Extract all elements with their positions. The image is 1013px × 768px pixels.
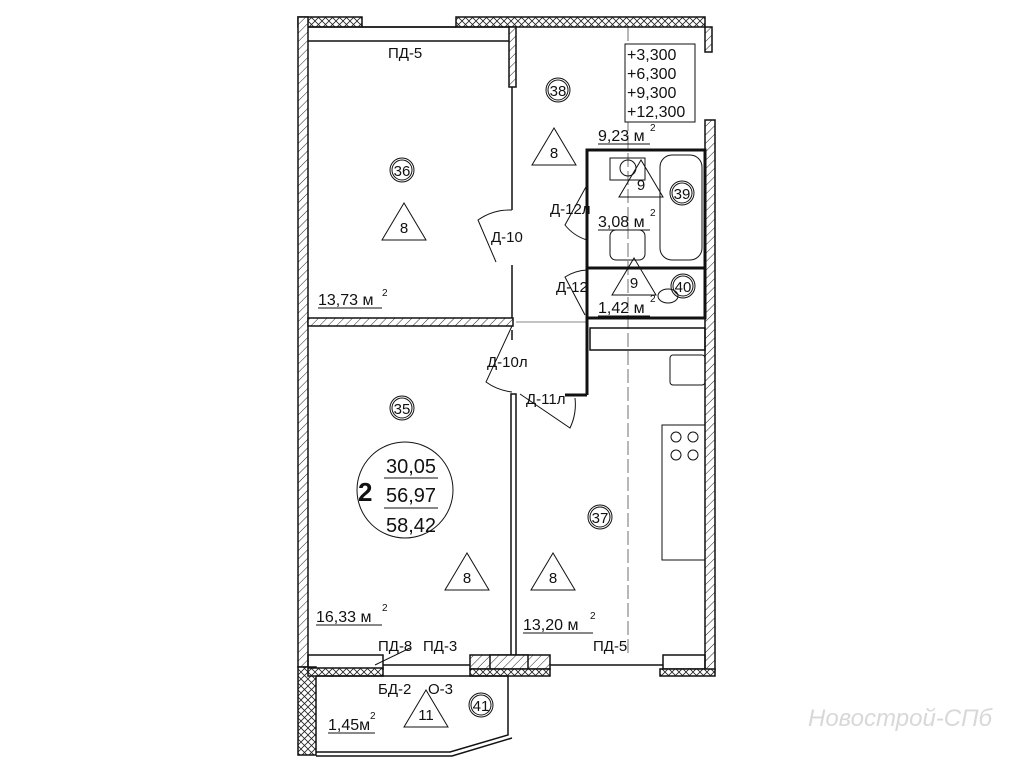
room-number-36: 36 bbox=[394, 163, 411, 180]
room-area-35: 16,33 м bbox=[316, 609, 371, 626]
finish-marker-39: 9 bbox=[637, 177, 645, 194]
apartment-living-area: 30,05 bbox=[386, 456, 436, 478]
room-number-38: 38 bbox=[550, 83, 567, 100]
room-area-41: 1,45м bbox=[328, 717, 370, 734]
apartment-total-with-balcony: 58,42 bbox=[386, 515, 436, 537]
apartment-total-area: 56,97 bbox=[386, 485, 436, 507]
finish-marker-35: 8 bbox=[463, 570, 471, 587]
finish-marker-36: 8 bbox=[400, 220, 408, 237]
door-label-d10: Д-10 bbox=[491, 229, 523, 246]
area-unit-sup: 2 bbox=[382, 288, 388, 299]
door-label-bd2: БД-2 bbox=[378, 681, 411, 698]
finish-marker-37: 8 bbox=[549, 570, 557, 587]
level-mark: +9,300 bbox=[627, 85, 676, 102]
room-number-37: 37 bbox=[592, 510, 609, 527]
room-number-35: 35 bbox=[394, 401, 411, 418]
room-number-41: 41 bbox=[473, 698, 490, 715]
area-unit-sup: 2 bbox=[650, 123, 656, 134]
room-number-39: 39 bbox=[674, 186, 691, 203]
finish-marker-40: 9 bbox=[630, 275, 638, 292]
room-area-40: 1,42 м bbox=[598, 300, 645, 317]
door-label-pd8: ПД-8 bbox=[378, 638, 412, 655]
area-unit-sup: 2 bbox=[382, 603, 388, 614]
labels: 36 8 13,73 м 2 38 8 9,23 м 2 39 9 3,08 м… bbox=[316, 45, 994, 734]
apartment-rooms-count: 2 bbox=[358, 477, 372, 507]
area-unit-sup: 2 bbox=[590, 611, 596, 622]
door-label-d12l: Д-12л bbox=[550, 201, 591, 218]
level-mark: +6,300 bbox=[627, 66, 676, 83]
area-unit-sup: 2 bbox=[650, 294, 656, 305]
markers bbox=[316, 77, 696, 734]
area-unit-sup: 2 bbox=[650, 208, 656, 219]
finish-marker-38: 8 bbox=[550, 145, 558, 162]
level-mark: +3,300 bbox=[627, 47, 676, 64]
door-label-pd5-top: ПД-5 bbox=[388, 45, 422, 62]
room-area-36: 13,73 м bbox=[318, 292, 373, 309]
room-area-37: 13,20 м bbox=[523, 617, 578, 634]
room-area-39: 3,08 м bbox=[598, 214, 645, 231]
walls bbox=[297, 16, 716, 757]
door-label-pd5-bottom: ПД-5 bbox=[593, 638, 627, 655]
door-label-d12: Д-12 bbox=[556, 279, 588, 296]
door-label-d10l: Д-10л bbox=[487, 354, 528, 371]
window-label-o3: О-3 bbox=[428, 681, 453, 698]
door-label-pd3: ПД-3 bbox=[423, 638, 457, 655]
door-label-d11l: Д-11л bbox=[526, 391, 565, 408]
room-number-40: 40 bbox=[675, 279, 692, 296]
level-mark: +12,300 bbox=[627, 104, 685, 121]
watermark: Новострой-СПб bbox=[808, 705, 994, 732]
area-unit-sup: 2 bbox=[370, 711, 376, 722]
room-area-38: 9,23 м bbox=[598, 128, 645, 145]
finish-marker-41: 11 bbox=[418, 707, 434, 724]
